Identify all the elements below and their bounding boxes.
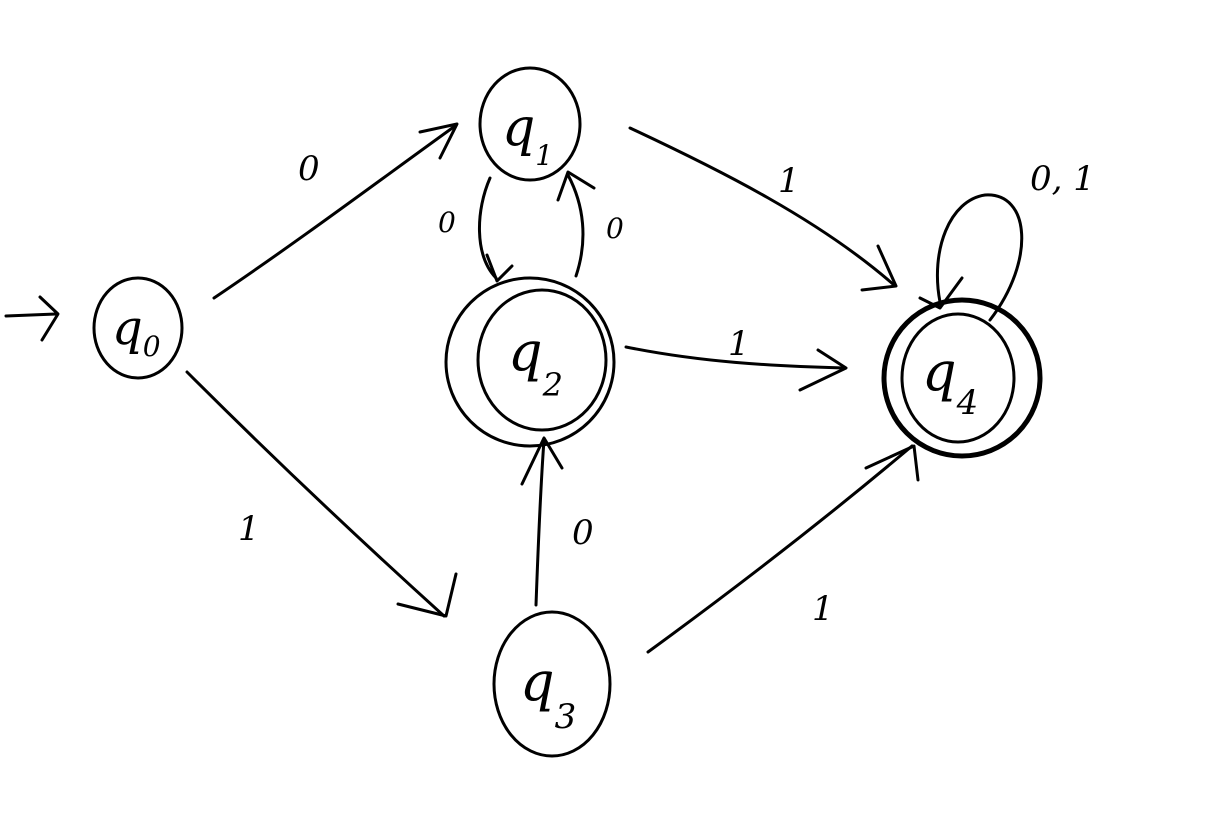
state-outer-circle [881, 297, 1043, 459]
state-label-q3: q3 [520, 650, 576, 737]
state-q0: q0 [92, 276, 184, 380]
transition-label-q2-q1: 0 [606, 212, 624, 245]
transition-q4-q4-loop: 0, 1 [918, 159, 1095, 322]
state-outer-circle [444, 276, 616, 448]
transition-label-q4-q4: 0, 1 [1030, 159, 1095, 199]
transition-q3-q2: 0 [520, 436, 594, 607]
transition-q2-q1: 0 [556, 170, 624, 278]
transition-label-q0-q1: 0 [298, 149, 320, 189]
state-inner-circle [900, 312, 1016, 444]
start-arrow [4, 295, 60, 342]
transition-label-q3-q2: 0 [572, 513, 594, 553]
state-label-q2: q2 [508, 320, 563, 404]
state-label-q1: q1 [502, 98, 553, 172]
state-q3: q3 [492, 610, 612, 758]
state-circle [92, 276, 184, 380]
transition-q0-q1: 0 [212, 122, 459, 300]
state-label-q0: q0 [112, 300, 161, 363]
state-circle [478, 66, 582, 182]
state-q2: q2 [444, 276, 616, 448]
state-label-q4: q4 [922, 340, 978, 423]
transition-q3-q4: 1 [646, 444, 920, 654]
state-circle [492, 610, 612, 758]
transition-q0-q3: 1 [185, 370, 458, 618]
transition-label-q3-q4: 1 [812, 589, 834, 629]
transition-label-q0-q3: 1 [238, 509, 260, 549]
state-inner-circle [476, 288, 608, 432]
state-q1: q1 [478, 66, 582, 182]
transition-label-q2-q4: 1 [728, 324, 750, 364]
transition-q1-q4: 1 [628, 126, 898, 292]
transition-q1-q2: 0 [438, 176, 514, 283]
state-q4: q4 [881, 297, 1043, 459]
transition-label-q1-q2: 0 [438, 206, 456, 239]
transition-label-q1-q4: 1 [778, 161, 800, 201]
transition-q2-q4: 1 [624, 324, 848, 392]
